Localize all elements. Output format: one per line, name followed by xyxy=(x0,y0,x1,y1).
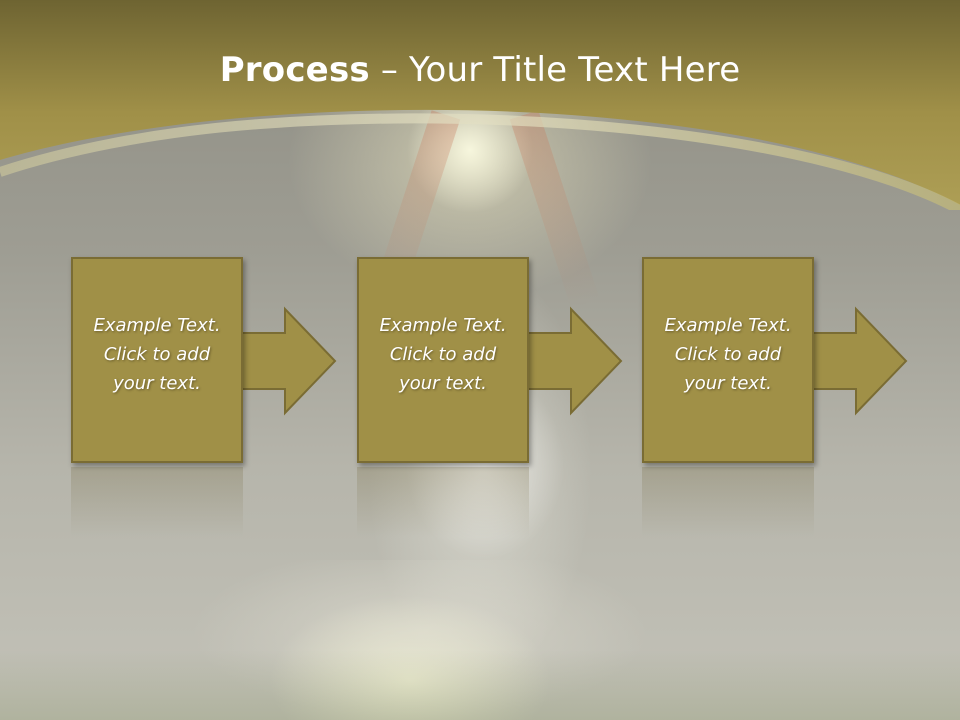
step-reflection xyxy=(357,467,529,537)
step-text[interactable]: Example Text. Click to add your text. xyxy=(71,311,243,398)
title-rest: – Your Title Text Here xyxy=(369,50,741,90)
process-step-1: Example Text. Click to add your text. xyxy=(71,257,337,537)
step-text-line: Click to add xyxy=(103,344,211,365)
step-box[interactable] xyxy=(357,257,529,463)
step-text-line: your text. xyxy=(399,373,487,394)
step-reflection xyxy=(642,467,814,537)
step-text[interactable]: Example Text. Click to add your text. xyxy=(642,311,814,398)
step-reflection xyxy=(71,467,243,537)
page-title: Process – Your Title Text Here xyxy=(0,50,960,90)
arrow-icon xyxy=(811,306,908,416)
step-text-line: your text. xyxy=(113,373,201,394)
step-box[interactable] xyxy=(71,257,243,463)
step-text-line: Click to add xyxy=(674,344,782,365)
step-text-line: Example Text. xyxy=(93,315,221,336)
arrow-icon xyxy=(240,306,337,416)
process-step-2: Example Text. Click to add your text. xyxy=(357,257,623,537)
process-step-3: Example Text. Click to add your text. xyxy=(642,257,908,537)
step-box[interactable] xyxy=(642,257,814,463)
step-text-line: Example Text. xyxy=(664,315,792,336)
step-text-line: Click to add xyxy=(389,344,497,365)
arrow-icon xyxy=(526,306,623,416)
header-band xyxy=(0,0,960,210)
step-text-line: Example Text. xyxy=(379,315,507,336)
step-text[interactable]: Example Text. Click to add your text. xyxy=(357,311,529,398)
step-text-line: your text. xyxy=(684,373,772,394)
title-bold: Process xyxy=(219,50,370,90)
